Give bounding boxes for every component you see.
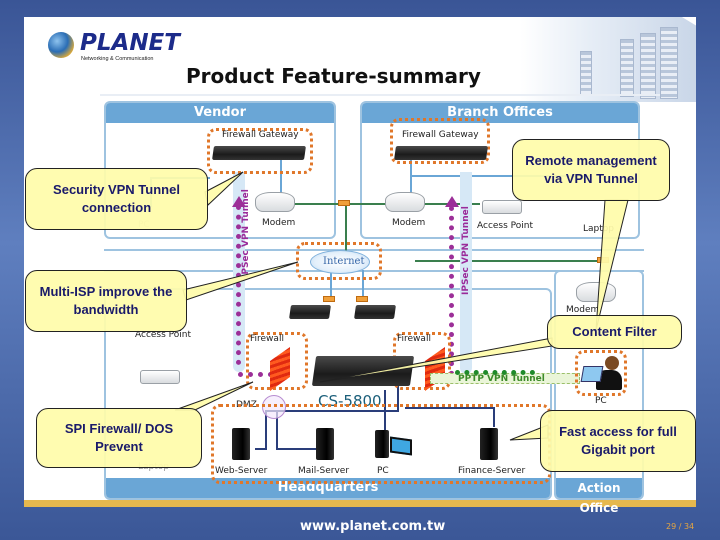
dmz-switch-icon	[262, 395, 286, 419]
action-modem-label: Modem	[566, 305, 600, 315]
wan-port-tag	[356, 296, 368, 302]
wan-port-tag	[323, 296, 335, 302]
wan-link-line	[345, 203, 347, 253]
vendor-firewall-gateway-highlight	[207, 128, 313, 174]
title-divider	[100, 94, 660, 96]
branch-laptop-label: Laptop	[583, 224, 614, 234]
internet-cloud-icon	[310, 250, 370, 274]
hq-access-point-device	[140, 370, 180, 384]
vendor-firewall-gateway-label: Firewall Gateway	[222, 130, 299, 140]
action-office-panel-header: Action Office	[556, 478, 642, 515]
internet-highlight	[296, 242, 382, 280]
arrow-up-icon	[445, 196, 459, 207]
hq-lan-line	[384, 390, 386, 430]
arrow-up-icon	[232, 196, 246, 207]
link-line	[362, 270, 364, 300]
branch-ipsec-tunnel-band	[460, 172, 472, 374]
server-rack-icon	[660, 27, 678, 99]
planet-logo: PLANET Networking & Communication	[48, 30, 180, 66]
hq-lan-line	[265, 410, 267, 450]
hq-lan-line	[265, 410, 397, 412]
link-line	[330, 270, 332, 300]
pc-tower-icon	[375, 430, 389, 458]
hq-lan-line	[397, 380, 399, 412]
web-server-icon	[232, 428, 250, 460]
hq-lan-line	[276, 448, 324, 450]
branch-firewall-gateway-highlight	[390, 118, 490, 164]
server-rack-icon	[620, 39, 634, 97]
wan-port-tag	[338, 200, 350, 206]
hq-firewall-left-label: Firewall	[250, 334, 284, 344]
logo-wordmark: PLANET	[80, 30, 180, 56]
action-pc-label: PC	[595, 396, 607, 406]
logo-tagline: Networking & Communication	[81, 56, 154, 62]
hq-firewall-left-highlight	[246, 332, 308, 390]
footer-gold-bar	[24, 500, 696, 507]
server-rack-icon	[640, 33, 656, 99]
callout-pointer-security-vpn	[204, 171, 244, 206]
callout-spi-firewall: SPI Firewall/ DOS Prevent	[36, 408, 202, 468]
branch-access-point-label: Access Point	[477, 221, 534, 231]
callout-fast-access: Fast access for full Gigabit port	[540, 410, 696, 472]
hq-firewall-right-label: Firewall	[397, 334, 431, 344]
branch-modem-label: Modem	[392, 218, 426, 228]
hq-lan-line	[255, 448, 267, 450]
callout-security-vpn: Security VPN Tunnel connection	[25, 168, 208, 230]
user-head-icon	[605, 356, 619, 370]
branch-firewall-gateway-label: Firewall Gateway	[402, 130, 479, 140]
callout-pointer-remote-mgmt	[595, 199, 629, 331]
callout-multi-isp: Multi-ISP improve the bandwidth	[25, 270, 187, 332]
server-room-graphic	[520, 17, 696, 102]
callout-pointer-content-filter	[319, 337, 553, 383]
pptp-tunnel-path	[455, 370, 535, 375]
branch-modem-device	[385, 192, 425, 212]
lan-link-line	[410, 160, 412, 200]
mail-server-icon	[316, 428, 334, 460]
lan-link-line	[410, 175, 590, 177]
vendor-ipsec-tunnel-path	[236, 205, 241, 365]
finance-server-icon	[480, 428, 498, 460]
callout-pointer-spi-firewall	[174, 381, 254, 411]
vendor-panel-header: Vendor	[106, 103, 334, 123]
callout-remote-management: Remote management via VPN Tunnel	[512, 139, 670, 201]
footer-website-link[interactable]: www.planet.com.tw	[300, 519, 446, 534]
wan-link-line	[415, 260, 600, 262]
action-pc-highlight	[575, 350, 627, 396]
hq-lan-line	[493, 407, 495, 427]
hq-access-point-label: Access Point	[135, 330, 192, 340]
mail-server-label: Mail-Server	[298, 466, 350, 476]
hq-pc-label: PC	[377, 466, 389, 476]
page-title: Product Feature-summary	[186, 64, 481, 88]
ipsec-tunnel-path	[238, 372, 273, 377]
hq-lan-line	[405, 407, 495, 409]
web-server-label: Web-Server	[215, 466, 268, 476]
internet-label: Internet	[323, 256, 365, 267]
vendor-modem-device	[255, 192, 295, 212]
pptp-tunnel-label: PPTP VPN Tunnel	[458, 374, 545, 384]
hq-lan-line	[276, 412, 278, 450]
footer-page-number: 29 / 34	[666, 522, 695, 531]
globe-icon	[48, 32, 74, 58]
branch-access-point-device	[482, 200, 522, 214]
lan-link-line	[280, 160, 282, 200]
branch-ipsec-tunnel-path	[449, 206, 454, 376]
finance-server-label: Finance-Server	[458, 466, 526, 476]
callout-content-filter: Content Filter	[547, 315, 682, 349]
callout-pointer-multi-isp	[182, 261, 299, 301]
vendor-modem-label: Modem	[262, 218, 296, 228]
user-body-icon	[596, 370, 622, 390]
